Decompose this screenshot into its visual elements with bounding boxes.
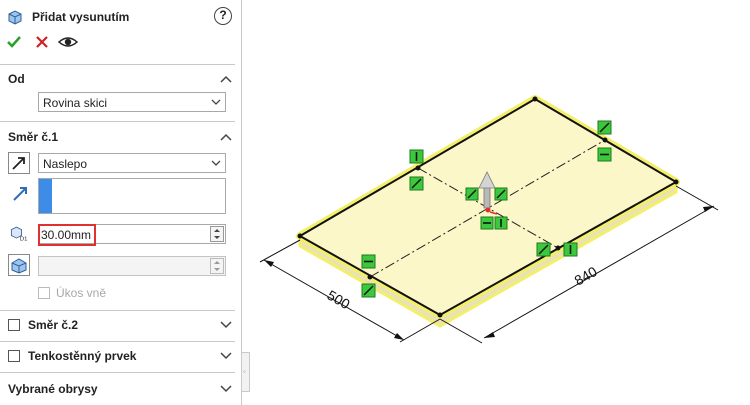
help-icon[interactable]: ? [214,7,232,25]
section-selected-contours-label: Vybrané obrysy [8,382,98,396]
chevron-down-icon [211,160,221,166]
relation-tag-coincident [494,187,508,201]
sketch-vertex [532,96,538,102]
divider [0,64,235,65]
sketch-centerline [369,139,606,278]
draft-button[interactable] [8,254,30,276]
chevron-down-icon[interactable] [220,351,232,361]
relation-tag-horizontal [361,254,376,269]
end-condition-value: Naslepo [43,157,88,171]
handle-grip-icon: ◦ [243,367,246,376]
checkmark-icon [7,36,21,48]
depth-value-highlight [38,224,96,246]
extrude-direction-handle[interactable] [478,171,498,215]
divider [0,121,235,122]
reverse-direction-button[interactable] [8,152,30,174]
thin-feature-checkbox[interactable] [8,350,20,362]
draft-outward-label: Úkos vně [56,286,107,300]
sketch-vertex [673,179,679,185]
graphics-viewport[interactable]: 500 840 [250,0,750,405]
direction2-checkbox[interactable] [8,319,20,331]
section-from-label: Od [8,72,25,86]
relation-tag-horizontal [480,216,494,230]
divider [0,341,235,342]
ok-button[interactable] [6,34,22,55]
direction-reference-listbox[interactable] [38,178,226,214]
selection-indicator [39,179,52,213]
close-icon [36,36,48,48]
dimension-length-text: 840 [572,263,600,289]
spinner-icon[interactable] [210,226,224,242]
sketch-vertex [602,137,608,143]
relation-tag-coincident [465,187,479,201]
from-dropdown[interactable]: Rovina skici [38,92,226,112]
relation-tag-coincident [409,176,424,191]
relation-tag-vertical [563,242,578,257]
feature-title: Přidat vysunutím [32,10,130,24]
end-condition-dropdown[interactable]: Naslepo [38,153,226,173]
cancel-button[interactable] [34,34,50,55]
direction-vector-icon [13,187,27,201]
chevron-up-icon[interactable] [220,74,232,84]
sketch-vertex [555,245,561,251]
sketch-vertex [367,274,373,280]
dimension-500[interactable]: 500 [259,239,441,343]
depth-icon: D1 [10,226,28,243]
chevron-down-icon[interactable] [220,320,232,330]
reverse-direction-icon [12,157,25,170]
depth-value: 30.00mm [41,228,92,242]
section-direction2-label: Směr č.2 [28,318,79,332]
draft-outward-checkbox [38,287,50,299]
eye-icon [57,37,79,47]
chevron-down-icon[interactable] [220,384,232,394]
depth-input[interactable]: 30.00mm [38,224,226,246]
spinner-icon [210,258,224,274]
panel-resize-handle[interactable]: ◦ [242,352,250,392]
sketch-vertex [297,233,303,239]
extrude-boss-icon [8,10,22,25]
relation-tag-horizontal [597,147,612,162]
preview-button[interactable] [57,34,79,55]
feature-titlebar: Přidat vysunutím ? [6,6,232,28]
section-thin-feature-label: Tenkostěnný prvek [28,349,137,363]
draft-angle-input [38,256,226,276]
relation-tag-coincident [361,283,376,298]
divider [0,310,235,311]
property-manager-panel: Přidat vysunutím ? Od Rovina skici Směr … [0,0,242,405]
relation-tag-vertical [494,216,508,230]
relation-tag-coincident [597,120,612,135]
chevron-down-icon [211,99,221,105]
section-direction1-label: Směr č.1 [8,130,59,144]
divider [0,372,235,373]
from-dropdown-value: Rovina skici [43,96,108,110]
relation-tag-vertical [409,149,424,164]
sketch-vertex [415,165,421,171]
draft-icon [11,258,27,274]
sketch-vertex [437,312,443,318]
svg-text:D1: D1 [20,237,28,243]
relation-tag-coincident [536,242,551,257]
chevron-up-icon[interactable] [220,132,232,142]
